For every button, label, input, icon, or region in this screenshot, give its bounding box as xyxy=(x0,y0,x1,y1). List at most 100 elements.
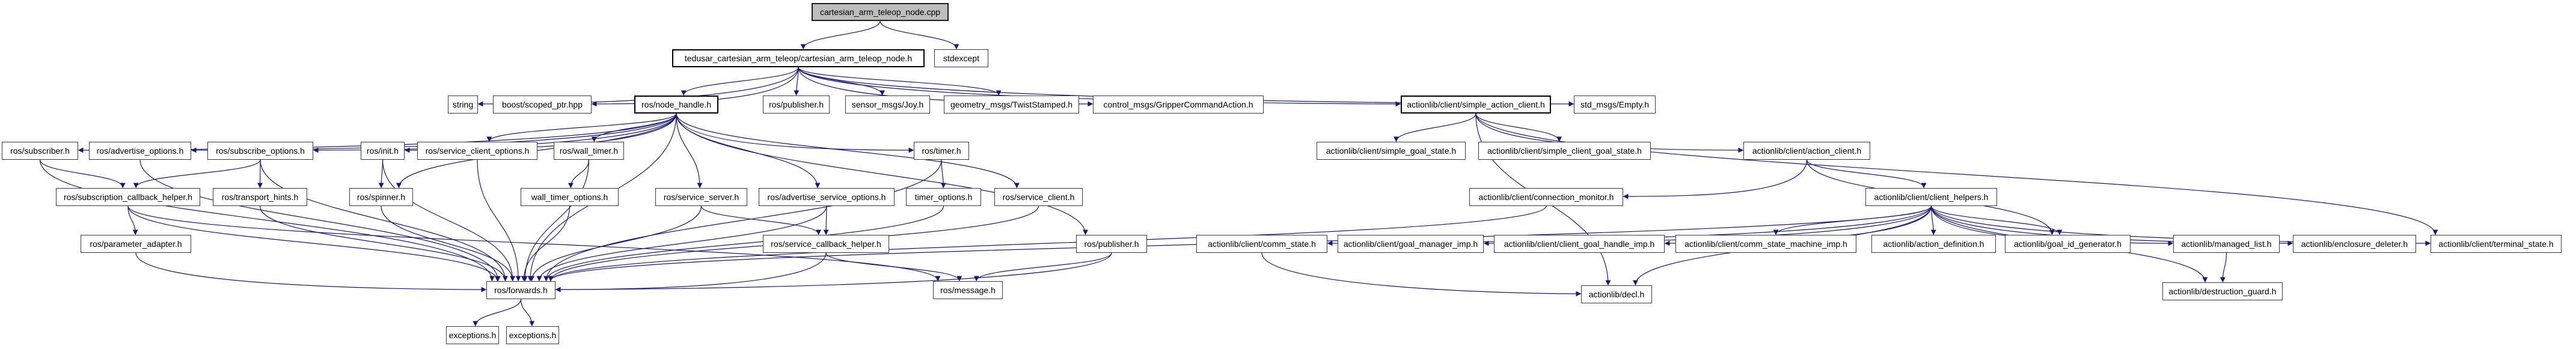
graph-node-scgs: actionlib/client/simple_client_goal_stat… xyxy=(1478,142,1651,160)
edge-node_handle-sco xyxy=(486,113,677,142)
graph-node-sgs: actionlib/client/simple_goal_state.h xyxy=(1317,142,1466,160)
graph-node-comm_state: actionlib/client/comm_state.h xyxy=(1196,235,1327,253)
graph-node-aso: ros/advertise_service_options.h xyxy=(759,188,895,206)
edge-wto-forwards xyxy=(521,205,571,282)
edge-spinner-forwards xyxy=(381,205,516,282)
edge-node_handle-aso xyxy=(676,113,821,189)
edge-wall_timer-wto xyxy=(568,159,590,189)
edge-comm_state-decl xyxy=(1261,252,1582,297)
graph-node-subscriber: ros/subscriber.h xyxy=(2,142,78,160)
edge-ch-ad xyxy=(1930,205,1936,235)
graph-node-topt: timer_options.h xyxy=(906,188,981,206)
graph-node-teduar[interactable]: tedusar_cartesian_arm_teleop/cartesian_a… xyxy=(672,49,925,67)
edge-sch-pa xyxy=(127,205,138,235)
edge-teduar-scoped xyxy=(591,67,799,107)
graph-node-scoped: boost/scoped_ptr.hpp xyxy=(493,96,592,114)
edge-ac-ch xyxy=(1806,159,1927,189)
graph-node-node_handle[interactable]: ros/node_handle.h xyxy=(634,96,718,114)
edge-root-teduar xyxy=(800,20,881,50)
graph-node-joy: sensor_msgs/Joy.h xyxy=(845,96,930,114)
graph-node-ss: ros/service_server.h xyxy=(655,188,747,206)
edge-teduar-joy xyxy=(798,67,886,96)
edge-node_handle-ss xyxy=(676,113,703,189)
graph-node-twist: geometry_msgs/TwistStamped.h xyxy=(944,96,1079,114)
graph-node-sco: ros/service_client_options.h xyxy=(417,142,537,160)
graph-node-th: ros/transport_hints.h xyxy=(213,188,307,206)
graph-node-scbh: ros/service_callback_helper.h xyxy=(763,235,889,253)
graph-node-init: ros/init.h xyxy=(361,142,405,160)
edge-sco-forwards xyxy=(477,159,521,282)
edge-cm-forwards xyxy=(548,205,1547,282)
edge-teduar-node_handle xyxy=(681,67,799,96)
edge-ch-gig xyxy=(1930,205,2063,235)
graph-node-string: string xyxy=(448,96,478,114)
edge-node_handle-sc xyxy=(676,113,1020,189)
graph-node-csmi: actionlib/client/comm_state_machine_imp.… xyxy=(1675,235,1856,253)
graph-node-wall_timer: ros/wall_timer.h xyxy=(554,142,624,160)
edge-node_handle-wall_timer xyxy=(591,113,677,142)
graph-node-pa: ros/parameter_adapter.h xyxy=(81,235,191,253)
edge-wall_timer-forwards xyxy=(522,159,590,282)
graph-node-publisher2: ros/publisher.h xyxy=(1076,235,1147,253)
graph-node-ml: actionlib/managed_list.h xyxy=(2173,235,2280,253)
edge-th-forwards xyxy=(259,205,508,282)
edge-ss-forwards xyxy=(529,205,702,282)
graph-node-gripper: control_msgs/GripperCommandAction.h xyxy=(1093,96,1264,114)
edge-sac-ts xyxy=(1475,113,2438,235)
edge-timer-topt xyxy=(940,159,946,189)
edge-ss-scbh xyxy=(700,205,821,235)
graph-node-root: cartesian_arm_teleop_node.cpp xyxy=(812,3,949,21)
graph-node-gmi: actionlib/client/goal_manager_imp.h xyxy=(1338,235,1484,253)
edge-advertise_options-forwards xyxy=(139,159,501,282)
edge-scbh-message xyxy=(825,252,962,282)
graph-node-ts: actionlib/client/terminal_state.h xyxy=(2431,235,2562,253)
graph-node-advertise_options: ros/advertise_options.h xyxy=(89,142,191,160)
edge-forwards-exc2 xyxy=(520,299,535,327)
graph-node-ed: actionlib/enclosure_deleter.h xyxy=(2293,235,2416,253)
graph-node-empty: std_msgs/Empty.h xyxy=(1574,96,1656,114)
edge-sch-forwards xyxy=(127,205,500,282)
graph-node-forwards: ros/forwards.h xyxy=(486,281,555,299)
edge-pa-forwards xyxy=(135,252,487,293)
graph-node-exc2: exceptions.h xyxy=(506,326,559,344)
graph-node-message: ros/message.h xyxy=(933,281,1003,299)
graph-node-subscribe_options: ros/subscribe_options.h xyxy=(207,142,313,160)
edge-aso-forwards xyxy=(536,205,827,282)
edge-forwards-exc1 xyxy=(473,299,522,327)
edge-root-stdexcept xyxy=(880,20,959,50)
graph-node-dg: actionlib/destruction_guard.h xyxy=(2162,282,2283,300)
graph-node-cm: actionlib/client/connection_monitor.h xyxy=(1469,188,1623,206)
edge-ml-dg xyxy=(2220,252,2227,283)
edge-sac-sgs xyxy=(1394,113,1476,142)
edge-scbh-forwards xyxy=(555,252,827,293)
graph-node-decl: actionlib/decl.h xyxy=(1581,285,1652,303)
graph-node-ch: actionlib/client/client_helpers.h xyxy=(1865,188,1997,206)
edge-node_handle-publisher2 xyxy=(676,113,1089,235)
graph-node-publisher1: ros/publisher.h xyxy=(763,96,830,114)
edge-ac-cm xyxy=(1623,159,1808,199)
edge-node_handle-timer xyxy=(676,113,914,153)
graph-node-sac[interactable]: actionlib/client/simple_action_client.h xyxy=(1401,96,1551,114)
edge-publisher2-forwards xyxy=(555,252,1112,293)
edge-subscriber-sch xyxy=(39,159,126,189)
edge-sac-scgs xyxy=(1475,113,1562,142)
edge-timer-forwards xyxy=(543,159,942,282)
graph-node-stdexcept: stdexcept xyxy=(934,49,988,67)
graph-node-sch: ros/subscription_callback_helper.h xyxy=(56,188,200,206)
edge-init-forwards xyxy=(382,159,516,282)
edge-aso-scbh xyxy=(823,205,829,235)
graph-node-ac: actionlib/client/action_client.h xyxy=(1743,142,1870,160)
edge-subscribe_options-sch xyxy=(133,159,261,189)
edge-teduar-twist xyxy=(798,67,1002,96)
edge-node_handle-spinner xyxy=(396,113,677,189)
edge-publisher2-message xyxy=(973,252,1112,282)
edge-init-spinner xyxy=(378,159,384,189)
graph-node-timer: ros/timer.h xyxy=(914,142,969,160)
edge-subscribe_options-forwards xyxy=(260,159,508,282)
graph-node-ad: actionlib/action_definition.h xyxy=(1871,235,1996,253)
graph-node-spinner: ros/spinner.h xyxy=(349,188,413,206)
graph-node-gig: actionlib/goal_id_generator.h xyxy=(2005,235,2131,253)
edge-subscriber-forwards xyxy=(39,159,495,282)
graph-node-sc: ros/service_client.h xyxy=(994,188,1083,206)
